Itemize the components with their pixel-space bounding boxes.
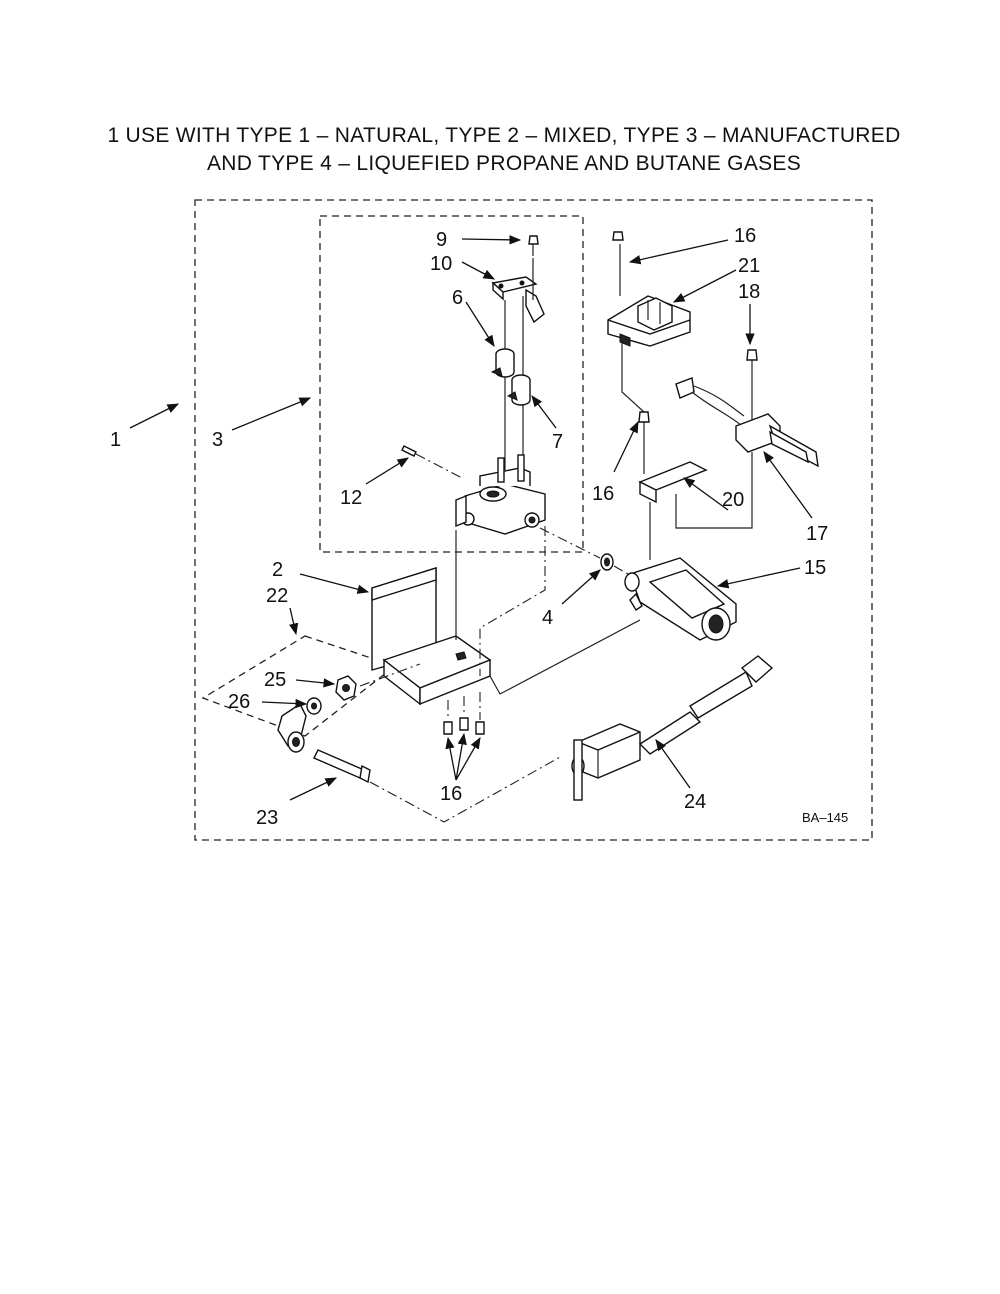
leader-7 [531, 395, 557, 429]
sensor-part-17 [675, 377, 819, 468]
callout-1: 1 [110, 429, 121, 451]
callout-15: 15 [804, 557, 826, 579]
callout-9: 9 [436, 229, 447, 251]
callout-7: 7 [552, 431, 563, 453]
callout-6: 6 [452, 287, 463, 309]
assembly-border [194, 199, 873, 841]
callout-3: 3 [212, 429, 223, 451]
bracket-part-20 [638, 461, 708, 504]
callout-16-bottom: 16 [440, 783, 462, 805]
nut-part-25 [335, 675, 357, 701]
coil-part-6 [490, 348, 515, 378]
callout-22: 22 [266, 585, 288, 607]
callout-2: 2 [272, 559, 283, 581]
screw-part-16-bottom [443, 692, 485, 735]
connection-line [675, 452, 753, 529]
screw-part-16-top [612, 231, 624, 241]
figure-code: BA–145 [802, 810, 848, 825]
leader-20 [683, 477, 729, 511]
leader-15 [716, 567, 801, 589]
coil-part-7 [506, 374, 531, 406]
igniter-part-21 [607, 295, 691, 347]
callout-10: 10 [430, 253, 452, 275]
callout-24: 24 [684, 791, 706, 813]
diagram-title-line-1: 1 USE WITH TYPE 1 – NATURAL, TYPE 2 – MI… [107, 124, 901, 147]
callout-16-mid: 16 [592, 483, 614, 505]
leader-4 [561, 569, 601, 605]
leader-1 [129, 403, 180, 429]
leader-21 [672, 269, 737, 303]
leader-16-bottom-a [445, 736, 457, 781]
kit-group-border [201, 635, 397, 737]
callout-18: 18 [738, 281, 760, 303]
screw-part-18 [746, 349, 758, 426]
leader-23 [289, 777, 338, 801]
bracket-part-10 [491, 276, 545, 324]
connection-line [621, 342, 645, 413]
leader-24 [655, 739, 691, 789]
elbow-fitting [277, 702, 307, 753]
washer-part-4 [539, 527, 629, 575]
leader-16-bottom-b [455, 732, 467, 781]
leader-26 [261, 698, 308, 709]
callout-21: 21 [738, 255, 760, 277]
tube-part-23 [313, 749, 371, 784]
callout-26: 26 [228, 691, 250, 713]
leader-10 [461, 261, 496, 280]
leader-17 [763, 451, 813, 519]
burner-part-15 [624, 557, 737, 641]
leader-12 [365, 457, 409, 485]
connection-line [489, 619, 641, 695]
leader-16-bottom-c [455, 736, 481, 781]
callout-16-top: 16 [734, 225, 756, 247]
leader-3 [231, 397, 312, 431]
leader-25 [295, 678, 336, 688]
leader-2 [299, 573, 370, 594]
connection-line [479, 526, 546, 676]
leader-16-mid [613, 420, 639, 473]
leader-16-top [628, 239, 729, 265]
leader-22 [289, 607, 299, 636]
pin-part-12 [401, 445, 463, 479]
callout-12: 12 [340, 487, 362, 509]
connection-line [369, 755, 563, 823]
callout-25: 25 [264, 669, 286, 691]
callout-20: 20 [722, 489, 744, 511]
callout-4: 4 [542, 607, 553, 629]
leader-6 [465, 301, 495, 347]
diagram-title-line-2: AND TYPE 4 – LIQUEFIED PROPANE AND BUTAN… [206, 152, 802, 175]
screw-part-16-mid [638, 411, 650, 474]
gas-valve-part-24 [571, 655, 774, 801]
callout-23: 23 [256, 807, 278, 829]
washer-part-26 [306, 697, 322, 715]
screw-part-9 [528, 235, 539, 256]
leader-9 [461, 235, 522, 245]
gas-valve-body [455, 454, 546, 535]
callout-17: 17 [806, 523, 828, 545]
